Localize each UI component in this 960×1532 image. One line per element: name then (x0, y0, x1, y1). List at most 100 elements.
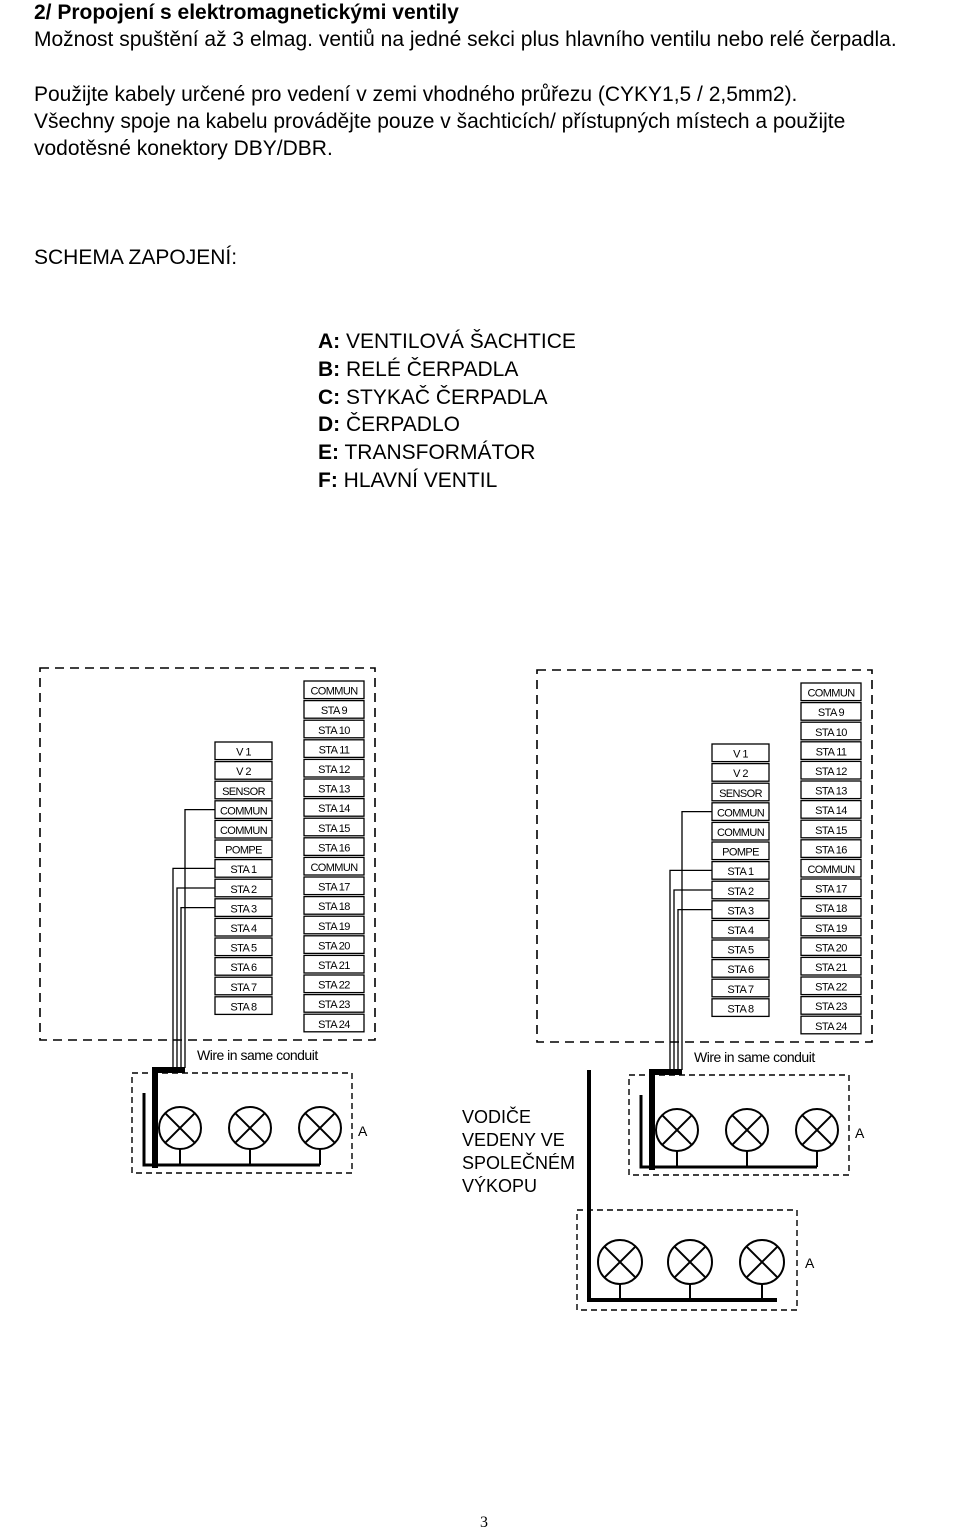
terminal-right-box (303, 797, 365, 817)
terminal-left-box (711, 919, 770, 939)
valve-cross (802, 1115, 832, 1145)
terminal-left-box (214, 780, 273, 800)
terminal-left-box (214, 937, 273, 957)
wire-note: Wire in same conduit (694, 1049, 815, 1065)
terminal-right-box (800, 917, 862, 937)
terminal-right-box (303, 993, 365, 1013)
terminal-right-box (303, 974, 365, 994)
callout-line: SPOLEČNÉM (462, 1153, 576, 1173)
valve-cross (165, 1113, 195, 1143)
valve-cross (604, 1246, 636, 1278)
legend-item: E: TRANSFORMÁTOR (318, 441, 536, 465)
terminal-left-label: V 1 (236, 747, 251, 759)
terminal-left-box (711, 782, 770, 802)
terminal-right-box (303, 739, 365, 759)
terminal-right-box (800, 897, 862, 917)
legend-item: C: STYKAČ ČERPADLA (318, 385, 548, 409)
terminal-right-label: STA 23 (318, 999, 350, 1011)
terminal-left-box (214, 839, 273, 859)
valve-cross (732, 1115, 762, 1145)
terminal-right-box (800, 976, 862, 996)
terminal-left-box (214, 917, 273, 937)
terminal-right-box (800, 741, 862, 761)
terminal-right-box (303, 935, 365, 955)
terminal-left-label: COMMUN (717, 827, 765, 839)
page-number: 3 (480, 1514, 488, 1531)
wire-thin (172, 867, 215, 1068)
valve-box (628, 1074, 850, 1176)
terminal-right-label: STA 12 (318, 764, 350, 776)
terminal-left-label: STA 8 (727, 1003, 754, 1015)
valve-cross (746, 1246, 778, 1278)
terminal-right-label: STA 16 (318, 842, 350, 854)
valve-cross (662, 1115, 692, 1145)
terminal-left-label: STA 4 (230, 923, 257, 935)
terminal-left-label: V 2 (236, 766, 251, 778)
terminal-left-box (711, 939, 770, 959)
terminal-right-box (303, 817, 365, 837)
terminal-left-box (214, 996, 273, 1016)
valve-box-label: A (805, 1255, 815, 1271)
trench-callout: VODIČE VEDENY VE SPOLEČNÉM VÝKOPU (458, 1106, 580, 1198)
terminal-left-box (214, 741, 273, 761)
wire-thin (184, 808, 215, 1068)
terminal-left-label: STA 3 (230, 903, 257, 915)
controller-enclosure (536, 669, 873, 1043)
terminal-right-label: STA 22 (815, 982, 847, 994)
terminal-right-label: STA 17 (815, 884, 847, 896)
terminal-left-label: STA 4 (727, 925, 754, 937)
terminal-left-label: COMMUN (717, 807, 765, 819)
valve-box-lower (576, 1209, 798, 1311)
terminal-left-label: STA 5 (230, 943, 257, 955)
terminal-left-label: STA 5 (727, 945, 754, 957)
terminal-left-box (214, 956, 273, 976)
terminal-right-label: STA 23 (815, 1001, 847, 1013)
terminal-right-box (800, 956, 862, 976)
schema-title: SCHEMA ZAPOJENÍ: (34, 246, 238, 269)
terminal-right-label: STA 24 (815, 1021, 847, 1033)
terminal-right-box (800, 1015, 862, 1035)
terminal-right-box (800, 858, 862, 878)
terminal-right-label: COMMUN (310, 862, 358, 874)
wire-thin (677, 908, 712, 1070)
terminal-right-box (303, 876, 365, 896)
wire-thin (180, 906, 215, 1068)
terminal-right-label: STA 21 (815, 962, 847, 974)
terminal-left-label: STA 6 (230, 962, 257, 974)
valve-box-label: A (358, 1123, 368, 1139)
paragraph-connectors: Všechny spoje na kabelu provádějte pouze… (34, 110, 846, 160)
callout-line: VEDENY VE (462, 1130, 565, 1150)
valve-box-label: A (855, 1125, 865, 1141)
paragraph-cables: Použijte kabely určené pro vedení v zemi… (34, 83, 798, 106)
terminal-right-box (303, 758, 365, 778)
wire-thin (669, 869, 712, 1070)
valve-box (131, 1072, 353, 1174)
terminal-left-label: STA 1 (727, 866, 754, 878)
terminal-right-label: STA 14 (815, 805, 847, 817)
terminal-right-label: STA 18 (815, 903, 847, 915)
terminal-left-box (711, 762, 770, 782)
terminal-right-label: STA 13 (815, 786, 847, 798)
valve-bus-lower (587, 1070, 777, 1302)
terminal-right-box (303, 719, 365, 739)
legend-item: A: VENTILOVÁ ŠACHTICE (318, 330, 576, 353)
wire-thin (681, 810, 712, 1070)
callout-line: VODIČE (462, 1107, 532, 1127)
terminal-left-label: STA 3 (727, 905, 754, 917)
terminal-right-box (800, 682, 862, 702)
terminal-left-label: V 1 (733, 749, 748, 761)
valve-cross (674, 1246, 706, 1278)
terminal-right-label: STA 9 (818, 707, 845, 719)
terminal-right-label: STA 22 (318, 980, 350, 992)
terminal-right-box (303, 680, 365, 700)
terminal-right-box (303, 778, 365, 798)
terminal-right-label: STA 16 (815, 844, 847, 856)
terminal-right-label: STA 18 (318, 901, 350, 913)
terminal-right-label: STA 17 (318, 882, 350, 894)
valve-bus (639, 1095, 817, 1169)
terminal-right-label: STA 15 (318, 823, 350, 835)
terminal-left-label: COMMUN (220, 825, 268, 837)
terminal-right-box (800, 819, 862, 839)
terminal-right-label: STA 19 (318, 921, 350, 933)
terminal-right-label: STA 10 (815, 727, 847, 739)
